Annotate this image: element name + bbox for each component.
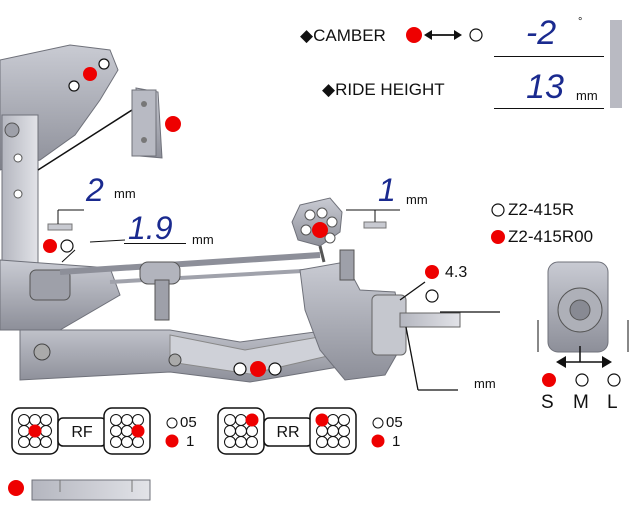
size-s-dot [542,373,556,387]
arm-rear-option-a-dot [372,417,384,429]
tower-hole-selected [83,67,97,81]
size-m-label: M [573,392,589,413]
bottom-clip [31,479,151,501]
arm-front-option-b-dot [165,434,179,448]
tower-hole-b [98,58,110,70]
camber-unit: ° [578,16,583,28]
spacer-selected-dot [165,116,181,132]
arm-front-label: RF [71,424,93,441]
tower-hole-a [68,80,80,92]
ride-height-label: ◆RIDE HEIGHT [322,80,445,99]
ride-height-underline [494,108,604,109]
arm-pattern-rear [217,407,385,455]
arm-front-opt-b: 1 [186,433,195,450]
arm-front-opt-a: 05 [180,414,197,431]
camber-underline [494,56,604,57]
camber-option-dot [469,28,483,42]
ride-height-unit: mm [576,88,598,103]
spacer-top-value: 2 [86,172,104,208]
ride-height-bar [610,20,622,108]
arm-hole-selected [250,361,266,377]
axle-spacer-value: 4.3 [445,264,468,281]
knuckle-option-b: Z2-415R00 [508,227,594,246]
camber-label: ◆CAMBER [300,26,386,45]
shim-right [363,221,387,229]
axle-spacer-option [425,289,439,303]
camber-value: -2 [525,14,557,52]
arm-rear-opt-a: 05 [386,414,403,431]
size-m-dot [575,373,589,387]
spacer-right-unit: mm [406,192,428,207]
ride-height-value: 13 [526,68,564,106]
axle [399,312,461,328]
axle-spacer-selected [425,265,439,279]
bottom-clip-selected [8,480,24,496]
arm-rear-option-b-dot [371,434,385,448]
hub-unit: mm [474,376,496,391]
camber-selected-dot [406,27,422,43]
size-s-label: S [541,392,554,413]
spacer-mid-underline [124,243,186,244]
spacer-mid-value: 1.9 [128,210,173,246]
arm-hole-b [268,362,282,376]
arm-rear-opt-b: 1 [392,433,401,450]
knuckle-option-a-dot [491,203,505,217]
camber-plate-selected [312,222,328,238]
size-l-label: L [607,392,618,413]
spacer-mid-unit: mm [192,232,214,247]
spacer-right-value: 1 [378,172,396,208]
shim-left [47,223,73,231]
size-l-dot [607,373,621,387]
knuckle-option-a: Z2-415R [508,200,575,219]
shim-left-selected [43,239,57,253]
arm-rear-label: RR [276,424,300,441]
arm-hole-a [233,362,247,376]
arm-pattern-front [11,407,179,455]
shim-left-option [60,239,74,253]
knuckle-option-b-dot [491,230,505,244]
arm-front-option-a-dot [166,417,178,429]
spacer-top-unit: mm [114,186,136,201]
